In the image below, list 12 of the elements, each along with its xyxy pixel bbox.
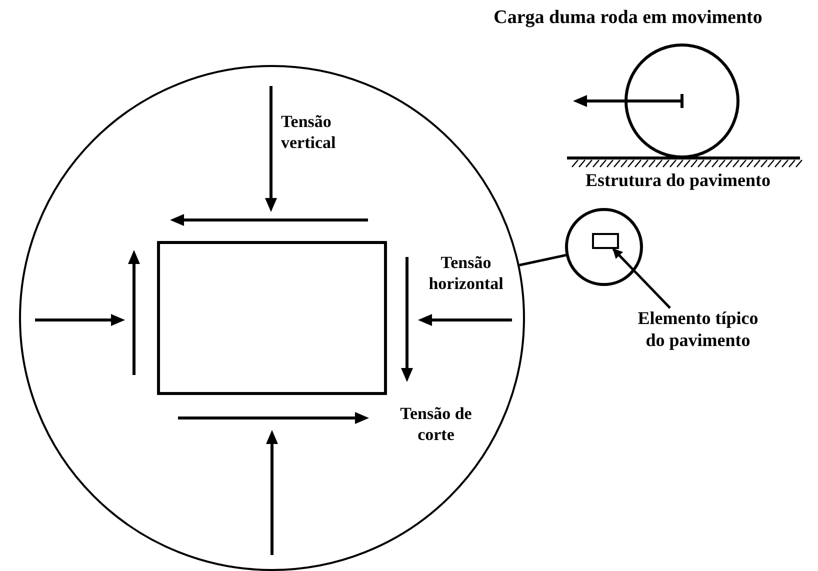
stress-label: Carga duma roda em movimento <box>492 6 764 30</box>
element-rectangle <box>592 233 619 249</box>
stress-label: Estrutura do pavimento <box>584 170 772 192</box>
connector-line <box>519 254 566 266</box>
stress-label: Tensão vertical <box>281 112 337 154</box>
element-rectangle <box>157 241 387 395</box>
stress-label: Tensão de corte <box>399 404 473 446</box>
magnified-circle <box>565 208 643 286</box>
stress-label: Tensão horizontal <box>428 253 504 294</box>
magnified-circle <box>19 65 525 571</box>
leader-arrow <box>612 248 671 309</box>
callout-text: Elemento típico do pavimento <box>636 308 760 352</box>
